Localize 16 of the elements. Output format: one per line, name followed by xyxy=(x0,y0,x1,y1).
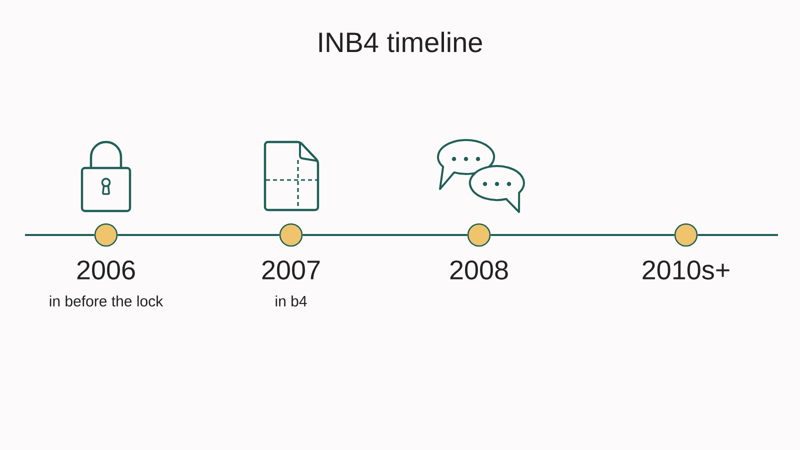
year-label: 2007 xyxy=(262,260,320,280)
timeline-dot xyxy=(279,223,303,247)
caption-text: in b4 xyxy=(276,296,307,306)
title: INB4 timeline xyxy=(319,32,482,52)
timeline-dot xyxy=(467,223,491,247)
year-label: 2006 xyxy=(77,260,135,280)
caption-text: in before the lock xyxy=(50,296,164,306)
timeline-dot xyxy=(674,223,698,247)
timeline-line xyxy=(698,234,778,236)
timeline-line xyxy=(302,234,468,236)
timeline-dot xyxy=(94,223,118,247)
timeline-line xyxy=(490,234,674,236)
year-label: 2008 xyxy=(450,260,508,280)
timeline-line xyxy=(118,234,280,236)
timeline-line xyxy=(25,234,94,236)
year-label: 2010s+ xyxy=(642,260,730,280)
